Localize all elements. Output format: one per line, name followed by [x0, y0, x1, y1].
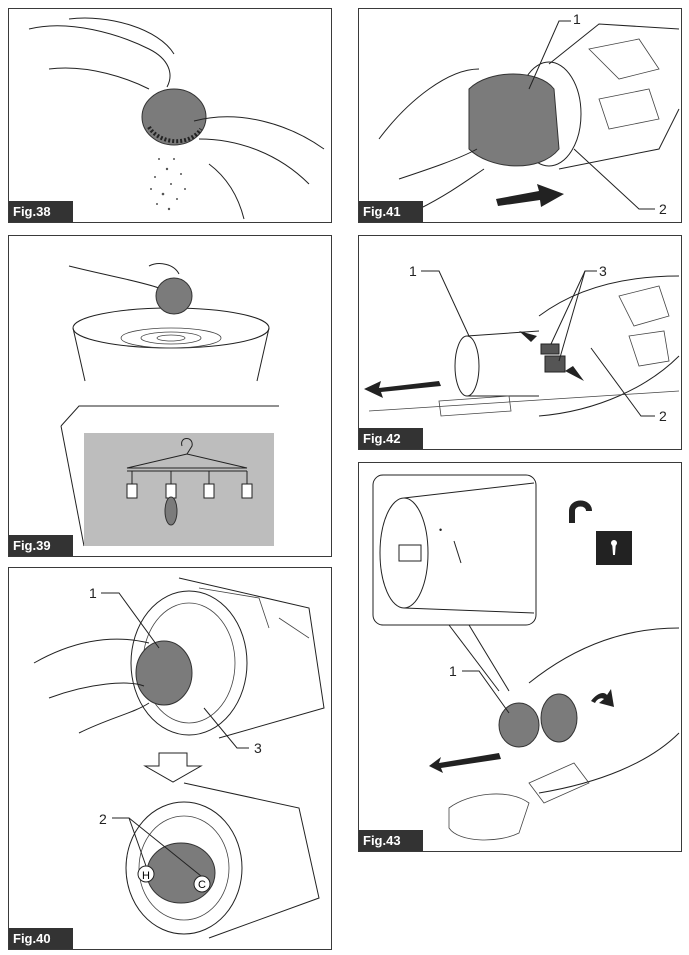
- bucket-icon: [72, 307, 270, 382]
- hanger-icon: [126, 438, 253, 526]
- arrow-icon: [496, 184, 564, 207]
- fig38-illustration: [28, 17, 325, 220]
- figure-39-panel: Fig.39: [8, 235, 332, 557]
- figure-40-panel: 1 3 H C 2 Fig.40: [8, 567, 332, 950]
- filter-icon: [468, 73, 560, 167]
- dust-particles: [150, 158, 186, 211]
- arrow-icon: [364, 331, 584, 398]
- figure-label: Fig.42: [359, 428, 423, 449]
- filter-icon: [135, 640, 193, 706]
- release-tab: [544, 355, 566, 373]
- figure-label: Fig.43: [359, 830, 423, 851]
- filter-icon: [454, 330, 540, 397]
- figure-label: Fig.38: [9, 201, 73, 222]
- figure-label: Fig.39: [9, 535, 73, 556]
- svg-text:C: C: [198, 879, 206, 891]
- figure-38-panel: Fig.38: [8, 8, 332, 223]
- callout-1: 1: [409, 263, 417, 279]
- callout-2: 2: [99, 811, 107, 827]
- callout-1: 1: [573, 11, 581, 27]
- figure-41-panel: 1 2 Fig.41: [358, 8, 682, 223]
- arrow-icon: [429, 689, 614, 773]
- fig43-illustration: • 1: [372, 474, 680, 841]
- callout-3: 3: [599, 263, 607, 279]
- filter-icon: [498, 693, 578, 748]
- figure-label: Fig.40: [9, 928, 73, 949]
- filter-icon: [141, 88, 207, 146]
- hand-outline: [28, 25, 171, 88]
- zoom-inset: [372, 474, 537, 626]
- figure-42-panel: 1 3 2 Fig.42: [358, 235, 682, 450]
- filter-icon: [146, 842, 216, 904]
- unlock-icon: [569, 500, 632, 565]
- fig40-illustration: 1 3 H C 2: [33, 577, 325, 939]
- arrow-icon: [143, 752, 203, 783]
- lock-marker-icon: H: [137, 865, 155, 883]
- callout-1: 1: [89, 585, 97, 601]
- filter-icon: [155, 277, 193, 315]
- callout-2: 2: [659, 408, 667, 424]
- callout-2: 2: [659, 201, 667, 217]
- fig39-illustration: [60, 263, 279, 547]
- unlock-mark: •: [439, 525, 442, 535]
- fig42-illustration: 1 3 2: [364, 263, 680, 424]
- unlock-marker-icon: C: [193, 875, 211, 893]
- callout-3: 3: [254, 740, 262, 756]
- callout-1: 1: [449, 663, 457, 679]
- release-tab: [540, 343, 560, 355]
- figure-43-panel: • 1 Fig.43: [358, 462, 682, 852]
- svg-text:H: H: [142, 870, 150, 882]
- figure-label: Fig.41: [359, 201, 423, 222]
- fig41-illustration: 1 2: [378, 11, 680, 217]
